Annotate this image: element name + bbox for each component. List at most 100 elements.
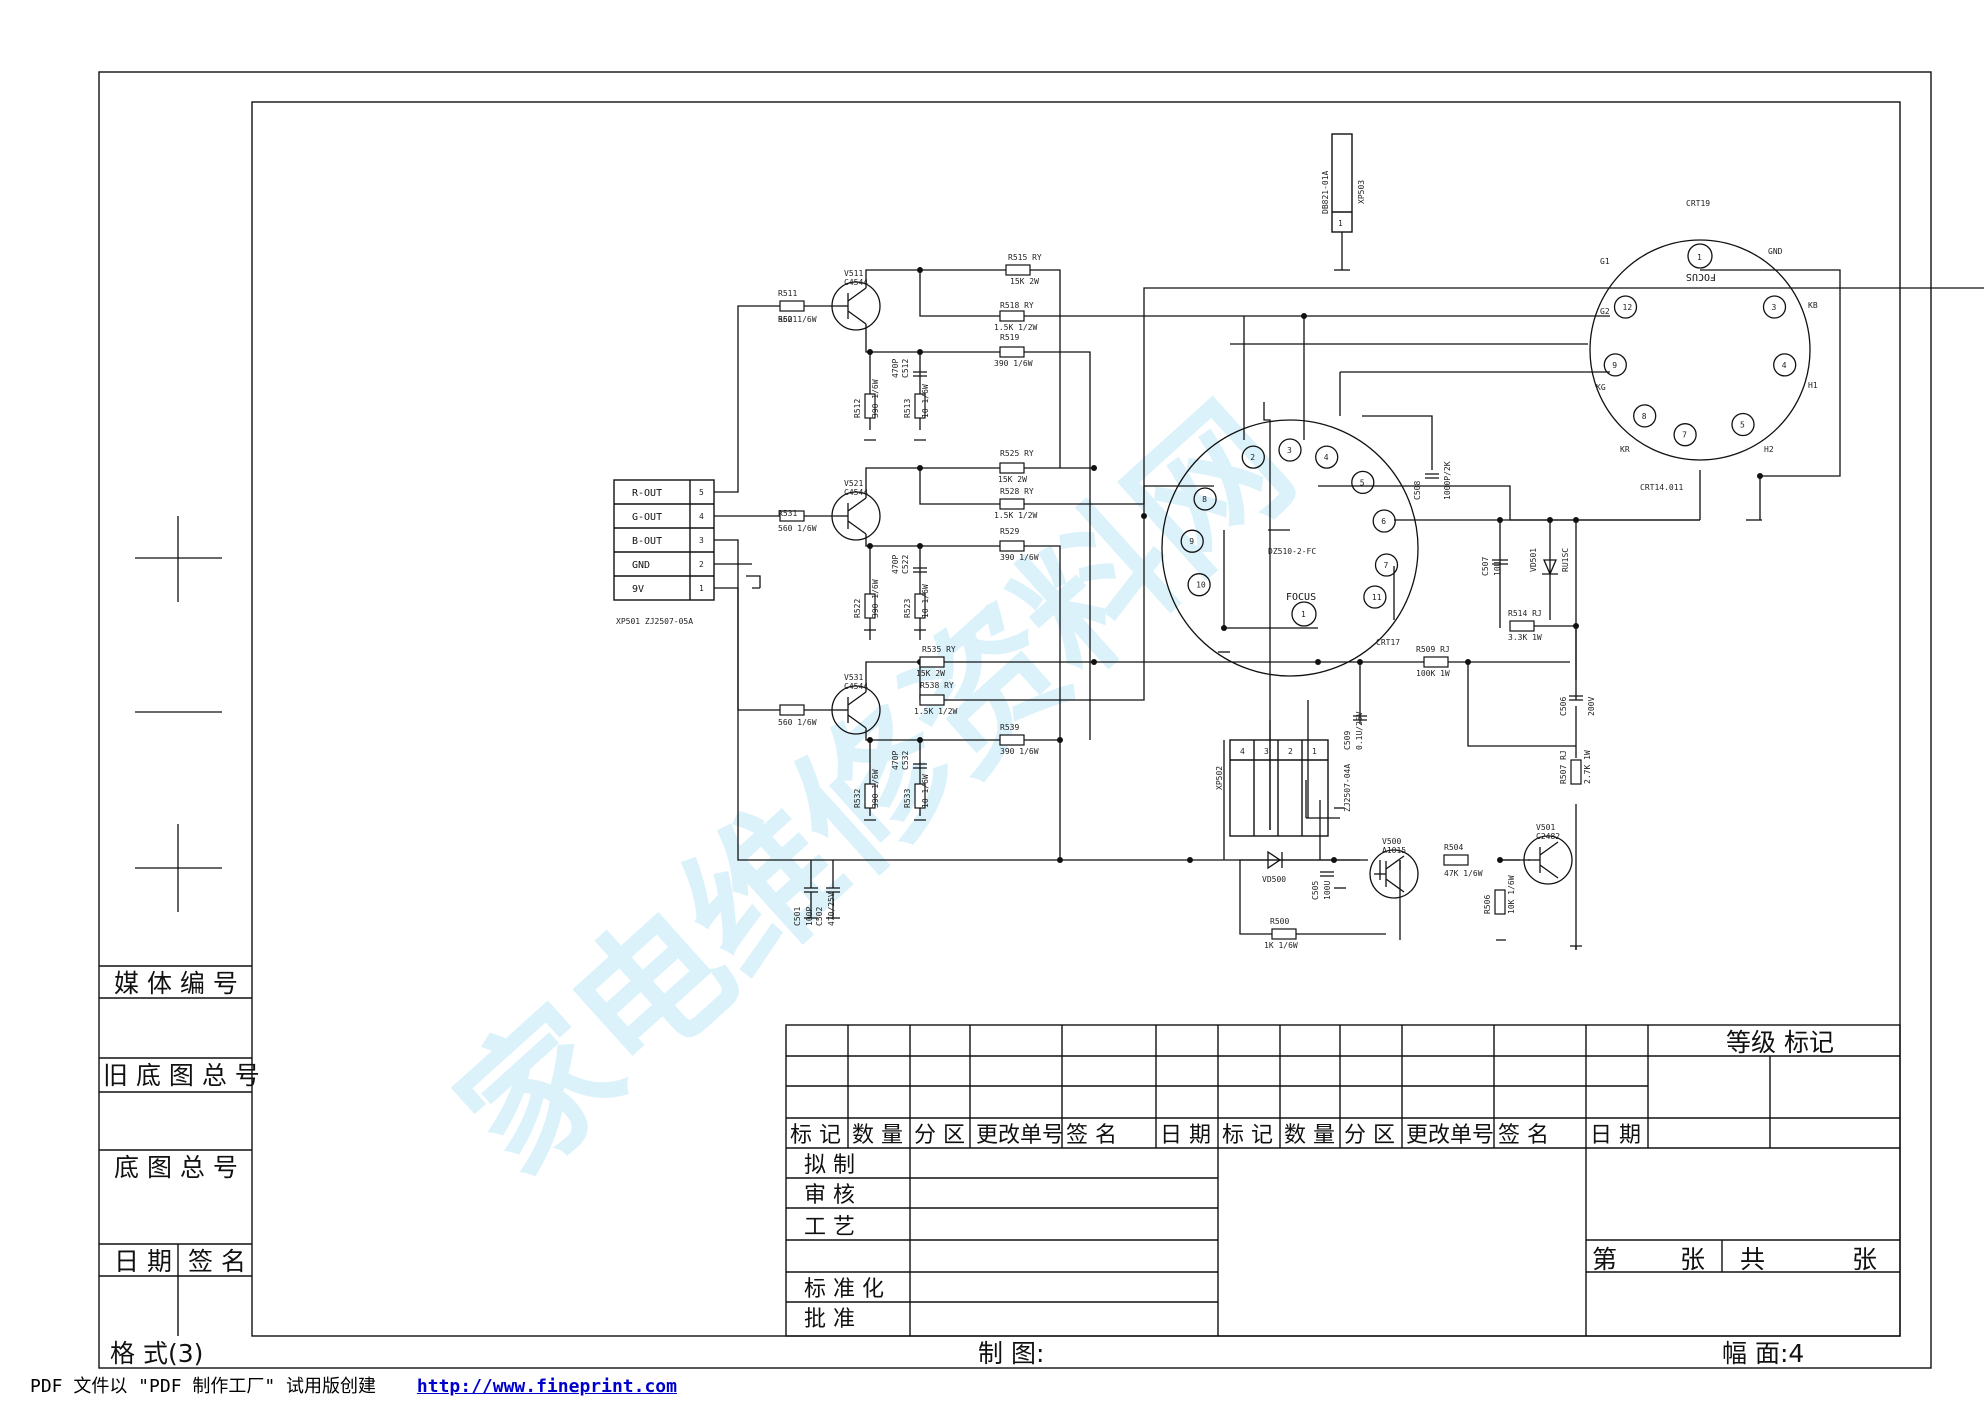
xp501-pin-1: 4 [699,512,704,521]
sheet-label: 第 [1592,1245,1617,1274]
capacitor-ref-1: C522 [901,555,910,574]
xp501-ref: XP501 ZJ2507-05A [616,617,693,626]
resistor-ref-9: R535 RY [922,645,956,654]
total-label: 共 [1740,1245,1765,1274]
crt-focus-label: FOCUS [1686,271,1716,282]
approval-4: 批 准 [804,1307,855,1332]
transistor-part-3: A1015 [1382,846,1406,855]
capacitor-value-1: 470P [891,555,900,574]
resistor-ref-4: R518 RY [1000,301,1034,310]
approval-0: 拟 制 [804,1153,855,1178]
capacitor-value-9: 1000P/2K [1443,461,1452,500]
socket-pin-label-4: 4 [1324,453,1329,462]
revision-header-1: 数 量 [852,1123,903,1148]
binding-marks [135,516,222,912]
crt-label-0: GND [1768,247,1783,256]
media-no-label: 媒 体 编 号 [114,969,238,998]
grade-mark-label: 等级 标记 [1726,1028,1834,1057]
revision-header-11: 日 期 [1590,1123,1641,1148]
transistor-ref-2: V531 [844,673,863,682]
resistor-value-7: 1.5K 1/2W [994,511,1038,520]
connector-xp503: 1 DB821-01A XP503 [1321,133,1366,271]
crt-pin-5 [1731,412,1755,437]
crt-label-1: KB [1808,301,1818,310]
diode-value-1: RU1SC [1561,548,1570,572]
socket-focus-label: FOCUS [1286,592,1316,603]
socket-pin-label-11: 11 [1372,593,1382,602]
revision-header-2: 分 区 [914,1123,965,1148]
crt-label-6: G2 [1600,307,1610,316]
xp503-pin: 1 [1338,219,1343,228]
resistor-value-10: 1.5K 1/2W [914,707,958,716]
crt-pin-label-5: 5 [1740,421,1745,430]
resistor-ref-23: R500 [1270,917,1289,926]
resistor-ref-3: R515 RY [1008,253,1042,262]
capacitor-value-5: 100U [1323,881,1332,900]
xp501-label-1: G-OUT [632,512,662,523]
resistor-value-2: 560 1/6W [778,718,817,727]
crt-pin-label-4: 4 [1782,361,1787,370]
capacitor-ref-3: C501 [793,907,802,926]
resistor-value-9: 15K 2W [916,669,945,678]
date-label: 日 期 [114,1247,172,1276]
resistor-value-17: 10 1/6W [921,774,930,808]
capacitor-ref-7: C506 [1559,697,1568,716]
socket-pin-8 [1193,487,1217,511]
resistor-value-11: 390 1/6W [1000,747,1039,756]
transistor-part-2: C4544 [844,682,868,691]
diode-ref-1: VD501 [1529,548,1538,572]
resistor-ref-18: R514 RJ [1508,609,1542,618]
wires [714,269,1984,950]
crt-pin-label-8: 8 [1642,412,1647,421]
crt-pin-label-9: 9 [1612,361,1617,370]
approval-1: 审 核 [804,1183,855,1208]
footer-link[interactable]: http://www.fineprint.com [416,1376,677,1397]
socket-pin-2 [1241,445,1265,469]
diode-ref-0: VD500 [1262,875,1286,884]
socket-pin-label-3: 3 [1287,446,1292,455]
size-label: 幅 面:4 [1722,1339,1804,1368]
capacitor-ref-2: C532 [901,751,910,770]
crt-pin-8 [1633,404,1657,428]
resistor-value-16: 390 1/6W [871,769,880,808]
transistor-ref-3: V500 [1382,837,1401,846]
socket-pin-10 [1187,573,1211,597]
crt-pin-4 [1773,353,1797,377]
socket-pin-label-2: 2 [1250,453,1255,462]
resistor-ref-0: R511 [778,289,797,298]
transistors: V511C4544V521C4544V531C4544V500A1015V501… [831,269,1573,899]
resistor-value-20: 2.7K 1W [1583,750,1592,784]
resistor-value-13: 10 1/6W [921,384,930,418]
drafter-label: 制 图: [978,1339,1044,1368]
xp502-part: ZJ2507-04A [1343,764,1352,812]
revision-header-6: 标 记 [1222,1123,1273,1148]
capacitor-value-8: 10U [1493,561,1502,576]
resistor-ref-11: R539 [1000,723,1019,732]
resistor-value-8: 390 1/6W [1000,553,1039,562]
transistor-part-4: C2482 [1536,832,1560,841]
transistor-ref-4: V501 [1536,823,1555,832]
resistor-ref-1: R521 [778,315,797,324]
format-label: 格 式(3) [110,1339,203,1368]
crt-label-4: KR [1620,445,1630,454]
transistor-v511 [831,281,881,331]
crt-part: CRT14.011 [1640,483,1684,492]
capacitor-value-0: 470P [891,359,900,378]
resistor-ref-19: R509 RJ [1416,645,1450,654]
crt-pin-label-7: 7 [1682,431,1687,440]
socket-pin-5 [1351,470,1375,495]
base-no-label: 底 图 总 号 [114,1153,238,1182]
socket-pin-9 [1180,529,1204,553]
crt-label-2: H1 [1808,381,1818,390]
xp501-label-2: B-OUT [632,536,662,547]
pdf-footer: PDF 文件以 "PDF 制作工厂" 试用版创建 http://www.fine… [30,1372,677,1398]
resistor-ref-20: R507 RJ [1559,750,1568,784]
xp501-pin-4: 1 [699,584,704,593]
sheet-unit-label: 张 [1680,1245,1705,1274]
resistor-value-15: 10 1/6W [921,584,930,618]
resistor-ref-10: R538 RY [920,681,954,690]
resistor-value-12: 390 1/6W [871,379,880,418]
